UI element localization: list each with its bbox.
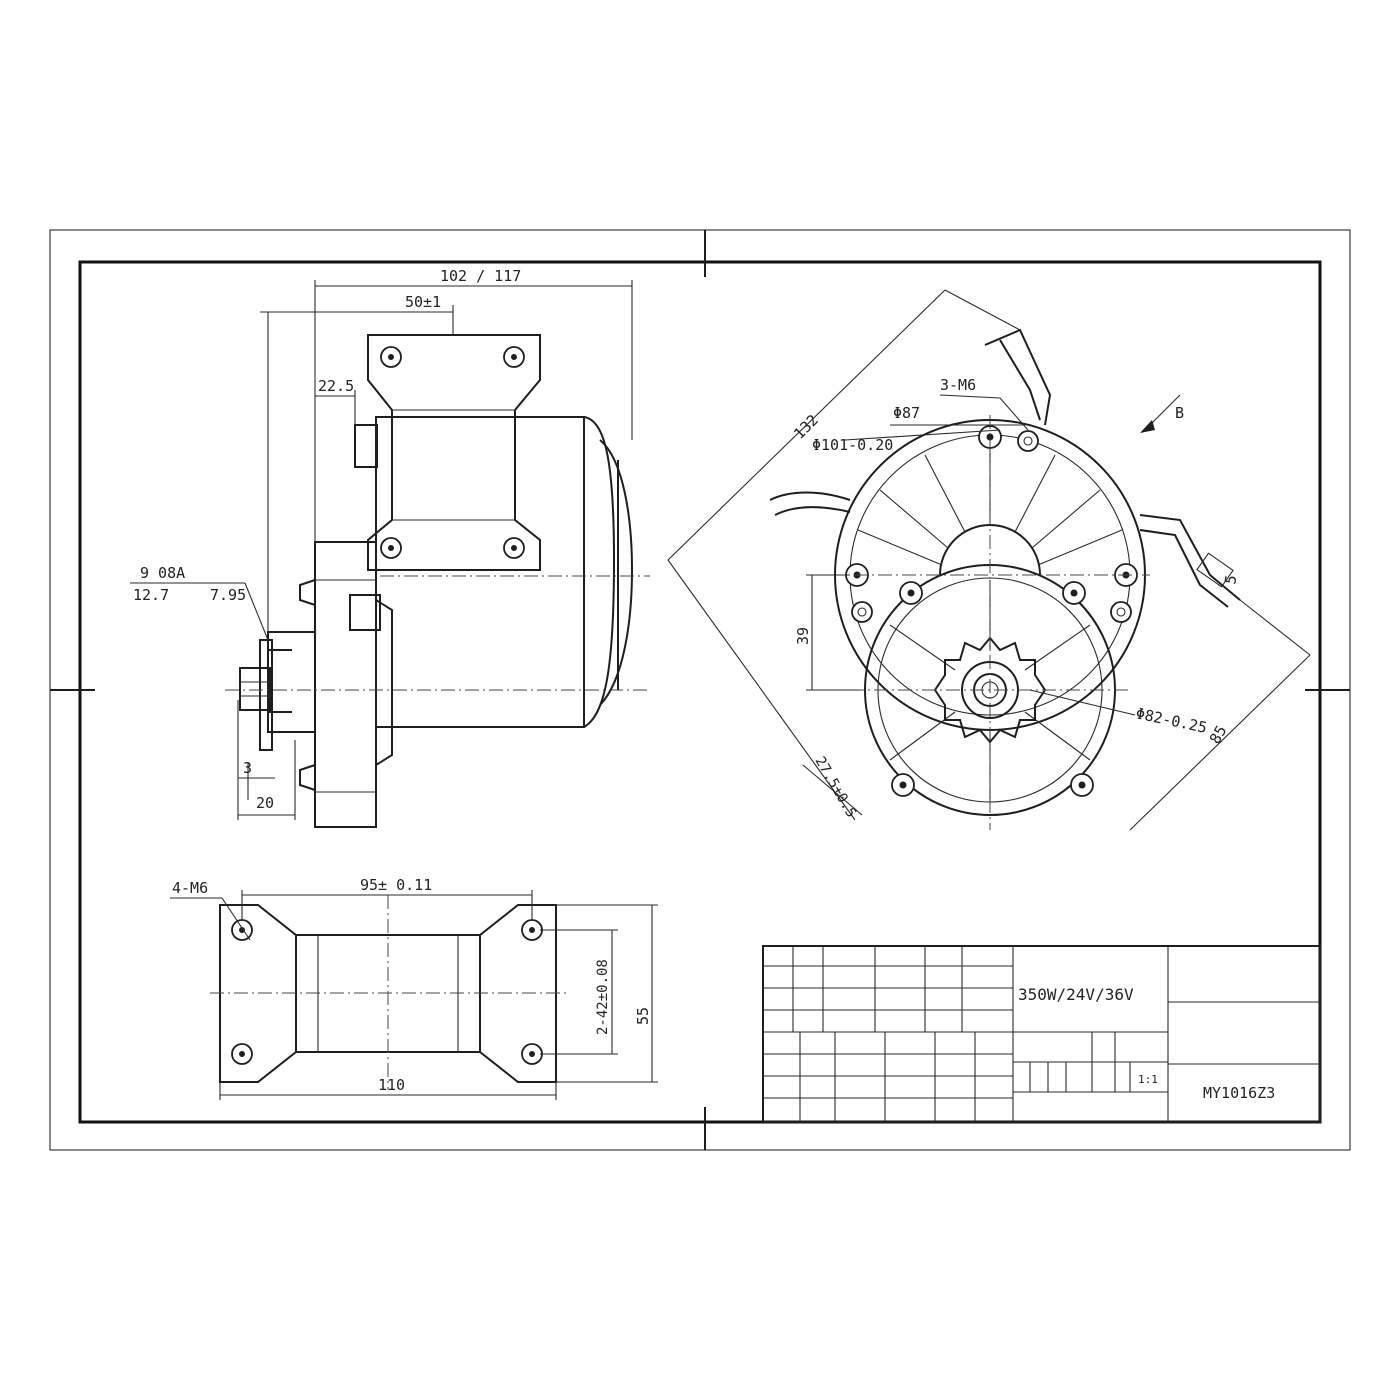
view-arrow-label: B: [1175, 404, 1184, 422]
title-spec-label: 350W/24V/36V: [1018, 985, 1134, 1004]
dim-gear-dia-label: Φ82-0.25: [1134, 704, 1208, 737]
dim-width-label: 110: [378, 1076, 405, 1094]
title-scale-label: 1:1: [1138, 1073, 1158, 1086]
dim-pcd-label: Φ87: [893, 404, 920, 422]
sheet-frame: [49, 229, 1351, 1151]
bracket-holes-callout: 4-M6: [172, 879, 208, 897]
end-view-labels: 132 Φ101-0.20 Φ87 3-M6 B 39 Φ82-0.25 85 …: [790, 376, 1240, 820]
end-view: [667, 289, 1311, 831]
holes-callout-label: 3-M6: [940, 376, 976, 394]
dim-hole-spacing-label: 95± 0.11: [360, 876, 432, 894]
dim-bore-label: Φ101-0.20: [812, 436, 893, 454]
title-block: [762, 945, 1321, 1123]
bracket-view-labels: 4-M6 95± 0.11 110 2-42±0.08 55: [172, 876, 652, 1094]
dim-slot-label: 2-42±0.08: [595, 959, 611, 1035]
side-view: [130, 280, 650, 828]
dim-overall-label: 102 / 117: [440, 267, 521, 285]
dim-center-offset-label: 39: [794, 627, 812, 645]
title-block-labels: 350W/24V/36V 1:1 MY1016Z3: [1018, 985, 1275, 1102]
dim-shaft-label: 20: [256, 794, 274, 812]
title-part-number-label: MY1016Z3: [1203, 1084, 1275, 1102]
dim-height-label: 55: [634, 1007, 652, 1025]
sprocket-roller-label: 7.95: [210, 586, 246, 604]
dim-mount-offset-label: 50±1: [405, 293, 441, 311]
upper-ribs: [857, 440, 1123, 566]
sprocket-spec-label: 9 08A: [140, 564, 185, 582]
dim-offset-label: 27.5±0.5: [812, 754, 860, 820]
dim-span-label: 85: [1206, 722, 1231, 747]
dim-tooth-width-label: 3: [243, 759, 252, 777]
dim-flange-label: 22.5: [318, 377, 354, 395]
sprocket-pitch-label: 12.7: [133, 586, 169, 604]
dim-cable-label: 5: [1221, 574, 1240, 586]
side-view-labels: 102 / 117 50±1 22.5 9 08A 12.7 7.95 3 20: [133, 267, 521, 812]
bracket-view: [170, 890, 658, 1100]
